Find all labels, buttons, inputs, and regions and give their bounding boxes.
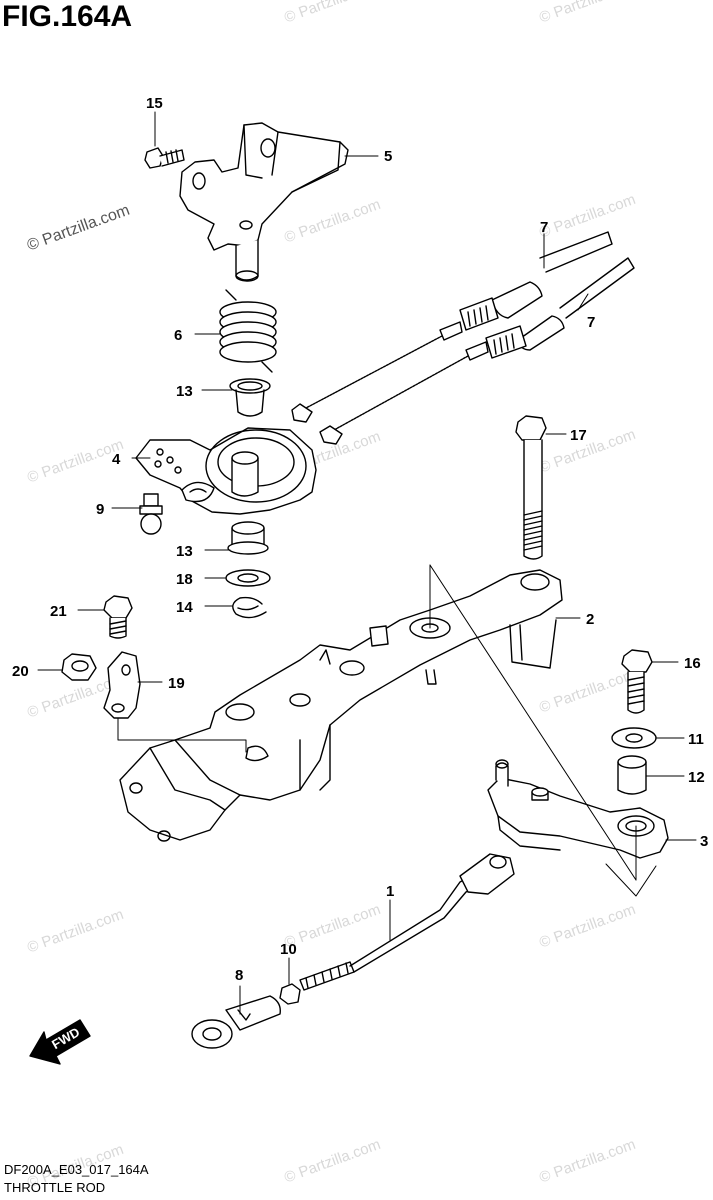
guide-lines [117, 564, 657, 897]
part-15-bolt [144, 147, 185, 169]
callout-18: 18 [176, 571, 193, 588]
part-10-nut [279, 983, 301, 1005]
part-20-clip [61, 653, 97, 681]
callout-1: 1 [386, 883, 394, 900]
part-6-spring [219, 289, 277, 373]
callout-20: 20 [12, 663, 29, 680]
part-7-cables [291, 231, 635, 445]
part-11-washer [611, 727, 657, 749]
part-16-bolt [621, 649, 653, 714]
footer-name: THROTTLE ROD [4, 1180, 106, 1195]
callout-15: 15 [146, 95, 163, 112]
part-5-bracket [179, 122, 349, 282]
callout-9: 9 [96, 501, 104, 518]
part-12-collar [617, 755, 647, 795]
part-9-ball-joint [139, 493, 163, 535]
part-19-plate [103, 651, 141, 719]
part-8-rod-end [191, 995, 281, 1049]
callout-13: 13 [176, 383, 193, 400]
callout-12: 12 [688, 769, 705, 786]
callout-2: 2 [586, 611, 594, 628]
part-13-bushing-lower [227, 521, 269, 555]
part-17-long-bolt [515, 415, 547, 560]
fwd-arrow: FWD [29, 1019, 91, 1065]
callout-19: 19 [168, 675, 185, 692]
callouts: 15 5 7 7 6 13 4 9 13 18 14 17 2 21 20 19… [12, 95, 708, 984]
part-4-drum [135, 427, 317, 515]
callout-16: 16 [684, 655, 701, 672]
part-14-e-clip [232, 596, 267, 619]
part-18-washer [225, 569, 271, 587]
callout-3: 3 [700, 833, 708, 850]
callout-13: 13 [176, 543, 193, 560]
callout-17: 17 [570, 427, 587, 444]
part-21-bolt [103, 595, 133, 639]
part-3-lever [487, 759, 669, 859]
callout-7: 7 [540, 219, 548, 236]
callout-14: 14 [176, 599, 193, 616]
callout-11: 11 [688, 731, 704, 748]
part-1-rod [299, 853, 515, 991]
footer-code: DF200A_E03_017_164A [4, 1162, 149, 1177]
leader-lines [37, 111, 697, 1015]
callout-10: 10 [280, 941, 297, 958]
part-2-throttle-arm [119, 569, 563, 842]
callout-6: 6 [174, 327, 182, 344]
callout-5: 5 [384, 148, 392, 165]
callout-4: 4 [112, 451, 121, 468]
callout-7: 7 [587, 314, 595, 331]
callout-8: 8 [235, 967, 243, 984]
figure-title: FIG.164A [2, 0, 133, 33]
part-13-bushing-upper [229, 378, 271, 417]
callout-21: 21 [50, 603, 67, 620]
